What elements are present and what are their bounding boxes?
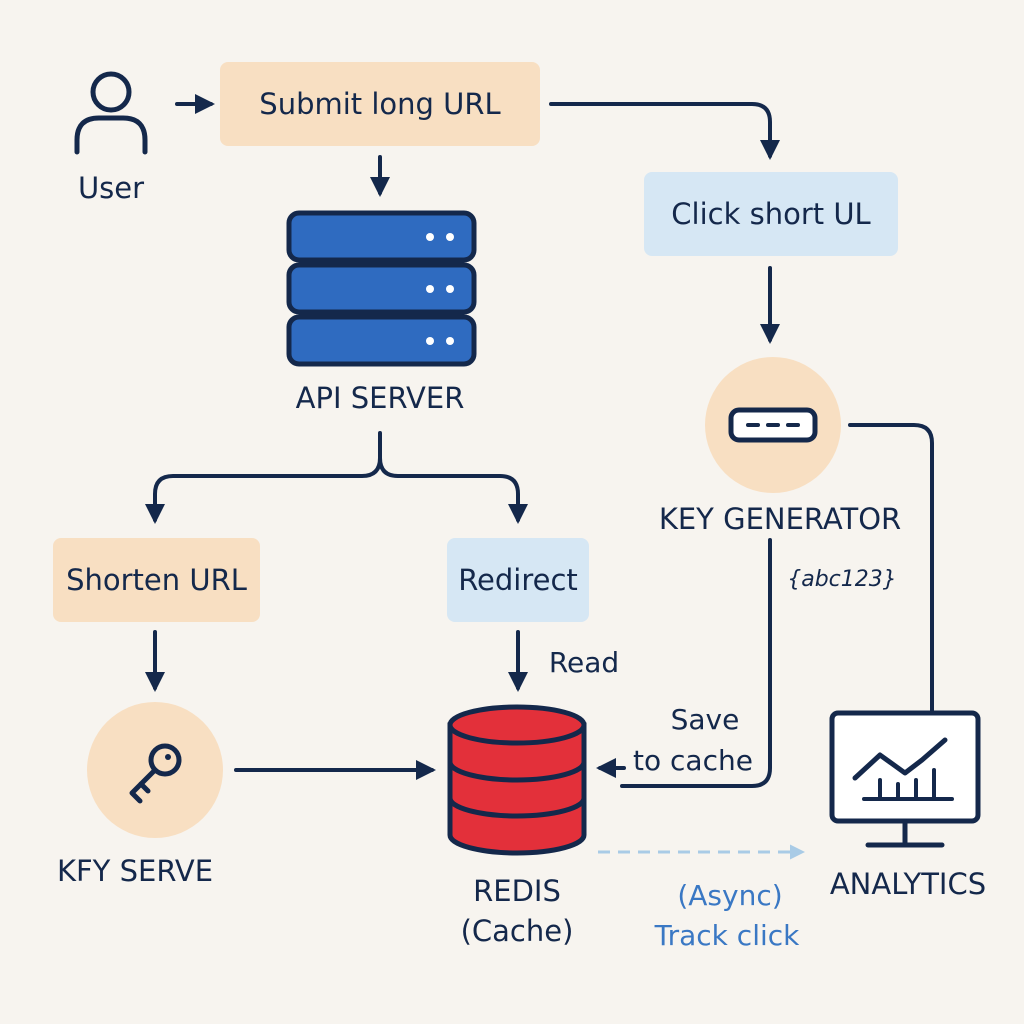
line-keygen-to-analytics xyxy=(848,423,934,714)
keyboard-key-icon xyxy=(705,357,841,493)
shorten-url-label: Shorten URL xyxy=(66,563,247,597)
user-icon xyxy=(74,71,148,155)
redis-subtitle: (Cache) xyxy=(460,914,574,948)
click-short-url-box: Click short UL xyxy=(644,172,898,256)
api-server-label: API SERVER xyxy=(295,381,465,415)
key-generator-label: KEY GENERATOR xyxy=(658,502,902,536)
server-stack-icon xyxy=(286,210,477,367)
redis-title: REDIS xyxy=(473,874,561,908)
redirect-box: Redirect xyxy=(447,538,589,622)
arrow-api-split-right xyxy=(378,456,528,524)
connectors xyxy=(145,94,934,788)
arrow-keygen-to-redis xyxy=(620,538,772,788)
key-server-label: KFY SERVE xyxy=(56,854,214,888)
redirect-label: Redirect xyxy=(458,563,578,597)
monitor-chart-icon xyxy=(829,710,981,848)
save-label-line1: Save xyxy=(670,703,740,736)
read-label: Read xyxy=(548,646,620,679)
user-label: User xyxy=(77,171,145,205)
database-icon xyxy=(447,704,587,856)
arrow-submit-to-click xyxy=(549,102,780,160)
submit-long-url-box: Submit long URL xyxy=(220,62,540,146)
async-label-line2: Track click xyxy=(654,919,800,952)
click-short-url-label: Click short UL xyxy=(671,197,871,231)
key-sample-label: {abc123} xyxy=(787,567,897,592)
async-label-line1: (Async) xyxy=(677,879,783,912)
submit-long-url-label: Submit long URL xyxy=(259,87,501,121)
shorten-url-box: Shorten URL xyxy=(53,538,260,622)
arrow-api-split-left xyxy=(145,431,382,524)
key-icon xyxy=(87,702,223,838)
save-label-line2: to cache xyxy=(633,744,753,777)
analytics-label: ANALYTICS xyxy=(829,867,987,901)
